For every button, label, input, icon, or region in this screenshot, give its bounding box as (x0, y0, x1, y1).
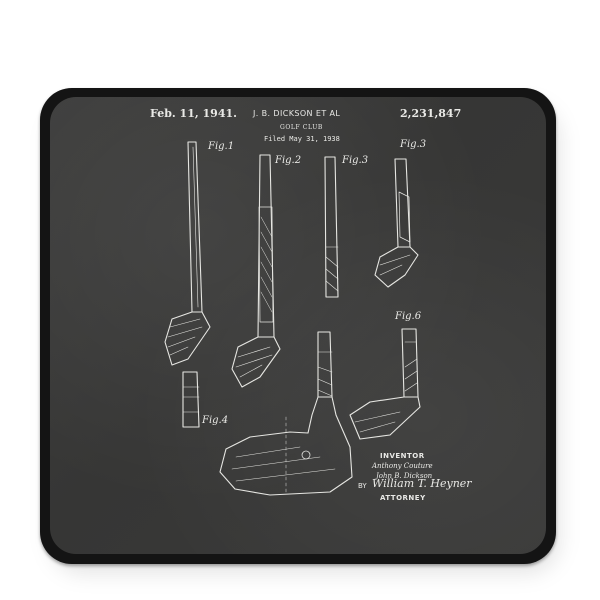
fig4-drawing (182, 371, 200, 428)
inventor-label: INVENTOR (380, 452, 425, 460)
attorney-signature: William T. Heyner (372, 477, 472, 490)
fig6-club-drawing (349, 328, 421, 440)
fig3-label: Fig.3 (342, 155, 369, 166)
fig2-club-drawing (231, 154, 281, 388)
fig5-club-head-drawing (219, 331, 353, 496)
patent-inventor-header: J. B. DICKSON ET AL (253, 109, 341, 118)
inventor-name-1: Anthony Couture (372, 462, 433, 470)
patent-title: GOLF CLUB (280, 124, 323, 131)
patent-drawing (164, 141, 421, 496)
fig2-label: Fig.2 (275, 155, 302, 166)
patent-filed-date: Filed May 31, 1938 (264, 135, 340, 143)
patent-date: Feb. 11, 1941. (150, 107, 237, 120)
fig3-right-club-drawing (374, 158, 419, 288)
by-label: BY (358, 482, 367, 490)
inventor-name-2: John B. Dickson (376, 472, 433, 480)
fig1-label: Fig.1 (208, 141, 235, 152)
fig1-club-drawing (164, 141, 211, 366)
fig6-label: Fig.6 (395, 311, 422, 322)
fig3-right-label: Fig.3 (400, 139, 427, 150)
fig4-label: Fig.4 (202, 415, 229, 426)
patent-number: 2,231,847 (400, 107, 462, 120)
patent-print-surface: Feb. 11, 1941. J. B. DICKSON ET AL 2,231… (50, 97, 546, 554)
attorney-label: ATTORNEY (380, 494, 426, 502)
fig3-shaft-drawing (324, 156, 339, 298)
